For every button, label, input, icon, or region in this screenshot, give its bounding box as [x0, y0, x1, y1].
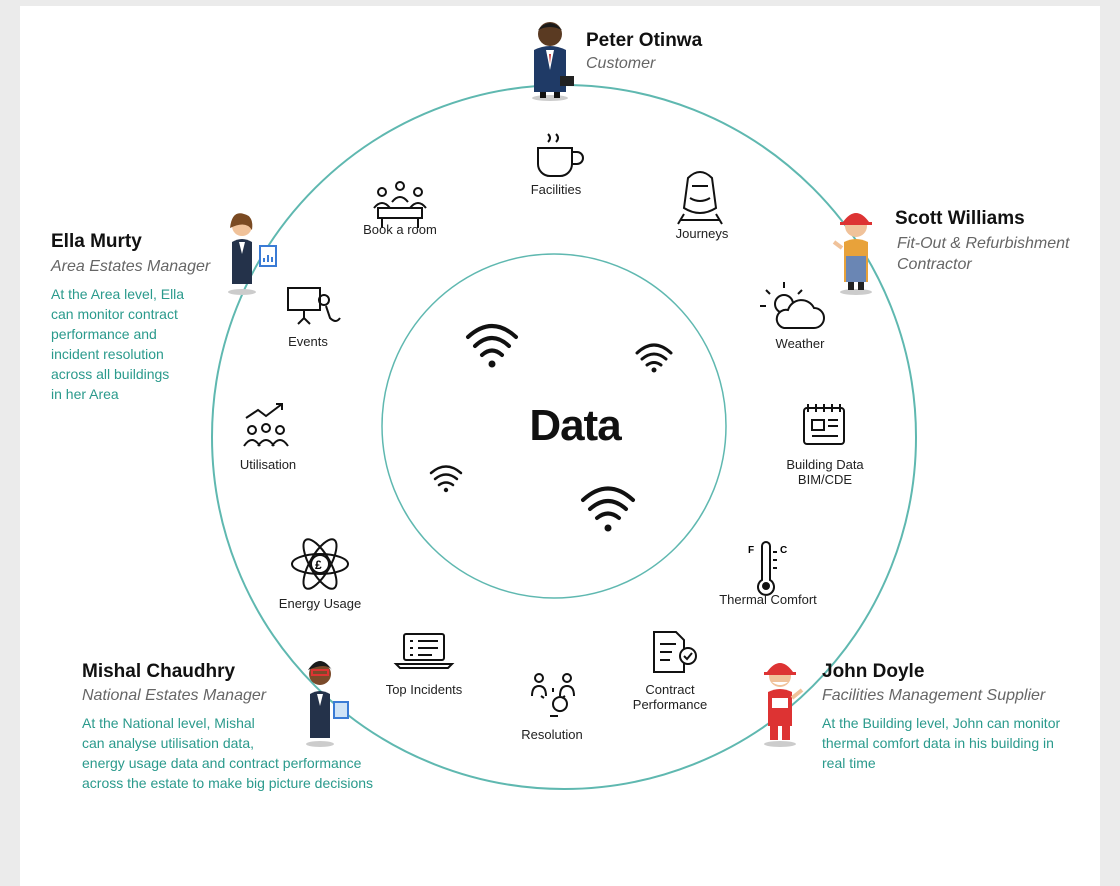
desc-line: can analyse utilisation data, [82, 735, 254, 751]
atom-pound-icon [291, 538, 349, 590]
lightbulb-team-icon [531, 673, 575, 717]
label-contract-performance-line1: Contract [645, 682, 695, 697]
person-name-peter: Peter Otinwa [586, 30, 703, 51]
label-building-data-line2: BIM/CDE [797, 472, 853, 487]
person-name-scott: Scott Williams [895, 208, 1025, 229]
diagram-canvas: F C £ [211, 22, 917, 790]
sun-cloud-icon [760, 282, 825, 329]
wifi-icon [581, 486, 635, 532]
desc-line: across the estate to make big picture de… [82, 775, 374, 791]
person-desc-mishal: At the National level, Mishal can analys… [82, 713, 373, 793]
person-role-mishal: National Estates Manager [82, 687, 267, 704]
label-utilisation: Utilisation [239, 457, 297, 472]
label-building-data-line1: Building Data [786, 457, 864, 472]
fahrenheit-mark: F [748, 545, 754, 556]
center-title: Data [529, 401, 621, 450]
coffee-cup-icon [537, 133, 584, 177]
person-desc-ella: At the Area level, Ella can monitor cont… [51, 284, 184, 404]
train-icon [677, 171, 723, 225]
desc-line: thermal comfort data in his building in [822, 735, 1054, 751]
label-events: Events [288, 334, 328, 349]
desc-line: At the Area level, Ella [51, 286, 185, 302]
wifi-icon [466, 324, 518, 368]
avatar-peter [532, 22, 574, 101]
wifi-icon [635, 343, 673, 373]
inner-ring [381, 253, 727, 599]
label-journeys: Journeys [675, 226, 729, 241]
label-contract-performance: Contract Performance [620, 682, 720, 712]
person-role-john: Facilities Management Supplier [822, 687, 1046, 704]
label-thermal-comfort: Thermal Comfort [719, 592, 817, 607]
label-top-incidents: Top Incidents [385, 682, 463, 697]
avatar-ella [228, 213, 277, 295]
desc-line: At the Building level, John can monitor [822, 715, 1061, 731]
label-facilities: Facilities [530, 182, 582, 197]
contract-check-icon [653, 631, 697, 673]
label-energy-usage: Energy Usage [278, 596, 362, 611]
growth-people-icon [243, 403, 289, 447]
person-name-mishal: Mishal Chaudhry [82, 661, 236, 682]
diagram-card: F C £ [20, 6, 1100, 886]
desc-line: across all buildings [51, 366, 170, 382]
label-contract-performance-line2: Performance [632, 697, 708, 712]
label-weather: Weather [775, 336, 825, 351]
label-building-data: Building Data BIM/CDE [775, 457, 875, 487]
label-resolution: Resolution [521, 727, 583, 742]
person-role-scott: Fit-Out & Refurbishment Contractor [897, 233, 1070, 275]
blueprint-icon [803, 404, 845, 445]
laptop-list-icon [393, 633, 455, 669]
wifi-icon [429, 465, 463, 493]
celsius-mark: C [780, 545, 787, 556]
desc-line: energy usage data and contract performan… [82, 755, 362, 771]
person-role-peter: Customer [586, 55, 656, 72]
person-desc-john: At the Building level, John can monitor … [822, 713, 1060, 773]
person-name-ella: Ella Murty [51, 231, 142, 252]
thermometer-icon [757, 541, 777, 596]
label-book-a-room: Book a room [363, 222, 437, 237]
person-role-ella: Area Estates Manager [51, 258, 211, 275]
avatar-mishal [306, 661, 349, 747]
pound-mark: £ [315, 558, 322, 572]
person-name-john: John Doyle [822, 661, 925, 682]
desc-line: performance and [51, 326, 157, 342]
desc-line: in her Area [51, 386, 119, 402]
person-role-scott-line2: Contractor [897, 256, 972, 273]
presentation-icon [287, 287, 341, 325]
avatar-john [764, 663, 804, 747]
meeting-room-icon [373, 181, 427, 228]
desc-line: incident resolution [51, 346, 164, 362]
desc-line: can monitor contract [51, 306, 178, 322]
desc-line: At the National level, Mishal [82, 715, 255, 731]
person-role-scott-line1: Fit-Out & Refurbishment [897, 235, 1070, 252]
desc-line: real time [822, 755, 876, 771]
avatar-scott [832, 213, 872, 295]
